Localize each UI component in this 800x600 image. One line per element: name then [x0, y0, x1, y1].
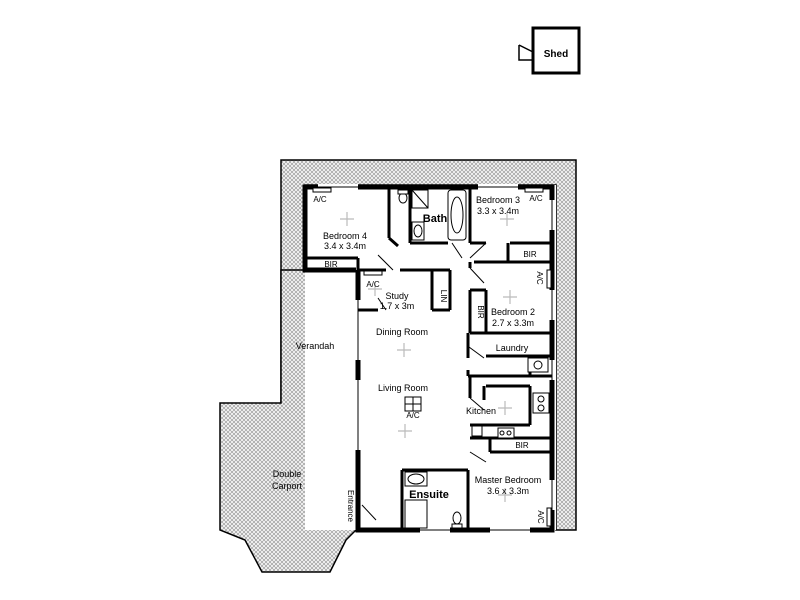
bedroom2-ac: A/C	[535, 271, 544, 285]
bedroom2-dims: 2.7 x 3.3m	[492, 318, 534, 328]
study-lin: LIN	[439, 290, 448, 303]
study-name: Study	[385, 291, 409, 301]
light-fixtures	[340, 212, 517, 502]
bedroom4-name: Bedroom 4	[323, 231, 367, 241]
bedroom3-ac: A/C	[529, 194, 543, 203]
bedroom4-bir: BIR	[324, 260, 338, 269]
shed: Shed	[518, 26, 581, 75]
shed-outline	[531, 26, 581, 75]
master-ac: A/C	[536, 510, 545, 524]
ensuite-label: Ensuite	[409, 489, 449, 501]
bedroom2-bir: BIR	[476, 305, 485, 319]
ensuite-shower	[404, 499, 428, 529]
bedroom4-ac: A/C	[313, 195, 327, 204]
study-ac: A/C	[366, 280, 380, 289]
windows	[318, 184, 555, 533]
doors	[361, 242, 487, 521]
bath-label: Bath	[423, 213, 448, 225]
exterior-walls	[302, 184, 555, 533]
living-label: Living Room	[378, 383, 428, 393]
interior-walls	[305, 187, 552, 530]
kitchen-label: Kitchen	[466, 406, 496, 416]
ensuite-toilet	[452, 511, 462, 525]
verandah-label: Verandah	[296, 341, 335, 351]
study-dims: 1.7 x 3m	[380, 301, 415, 311]
master-bir: BIR	[515, 441, 529, 450]
shed-label: Shed	[544, 49, 568, 60]
cooktop	[497, 427, 515, 439]
bedroom3-name: Bedroom 3	[476, 195, 520, 205]
carport-label-line2: Carport	[272, 481, 303, 491]
entrance-label: Entrance	[346, 490, 355, 523]
bedroom3-bir: BIR	[523, 250, 537, 259]
bedroom3-dims: 3.3 x 3.4m	[477, 206, 519, 216]
carport-label-line1: Double	[273, 469, 302, 479]
bathroom-fixtures	[397, 189, 550, 529]
master-dims: 3.6 x 3.3m	[487, 486, 529, 496]
laundry-label: Laundry	[496, 343, 529, 353]
dining-label: Dining Room	[376, 327, 428, 337]
kitchen-sink	[532, 392, 550, 414]
living-ac-grille	[404, 396, 422, 412]
room-labels: Bath Bedroom 3 3.3 x 3.4m A/C BIR Bedroo…	[272, 194, 545, 524]
ac-units	[312, 187, 552, 527]
living-ac: A/C	[406, 411, 420, 420]
master-name: Master Bedroom	[475, 475, 542, 485]
bedroom2-name: Bedroom 2	[491, 307, 535, 317]
fridge	[471, 425, 483, 437]
bedroom4-dims: 3.4 x 3.4m	[324, 241, 366, 251]
